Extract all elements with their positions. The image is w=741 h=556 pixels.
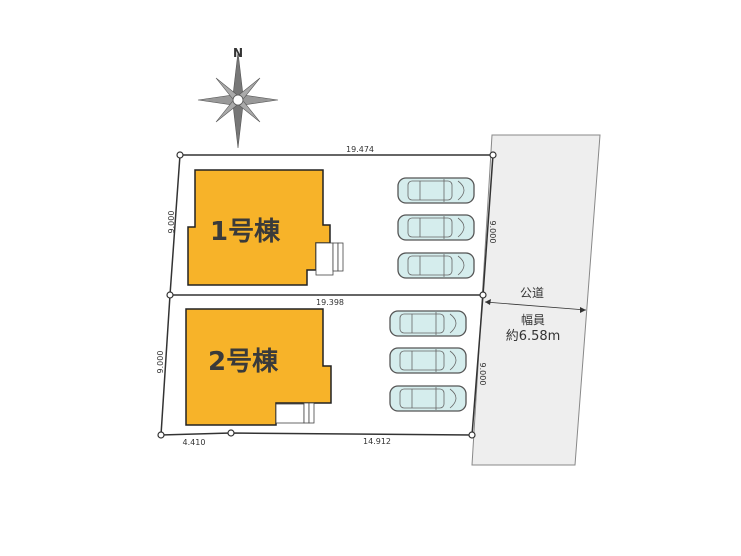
road-name: 公道 [520,286,544,300]
car-icon [389,310,467,337]
road-width-value: 約6.58m [506,329,561,344]
car-icon [397,177,475,204]
dim-lot2-right: 9.000 [478,363,487,386]
building-1-label: 1号棟 [210,217,281,247]
road-width-arrow [484,301,587,311]
arrowhead-icon [485,299,491,305]
parking-lot-2 [389,310,467,412]
car-icon [397,214,475,241]
compass-icon [197,51,279,149]
car-icon [389,347,467,374]
dim-lot1-left: 9.000 [167,211,176,234]
parking-lot-1 [397,177,475,279]
dim-lot2-bottom-right: 14.912 [363,437,391,446]
building-2-label: 2号棟 [208,347,279,377]
dim-lot1-right: 9.000 [488,221,497,244]
building-2 [185,308,332,426]
north-label: N [233,46,243,60]
car-icon [389,385,467,412]
building-2-entrance-steps [275,402,315,424]
road-width-label: 幅員 [521,312,545,327]
car-icon [397,252,475,279]
boundary-markers [157,151,497,439]
building-1-entrance-steps [315,242,344,276]
dim-lot1-top: 19.474 [346,145,374,154]
arrowhead-icon [580,307,586,313]
dim-lot2-top: 19.398 [316,298,344,307]
dim-lot2-left: 9.000 [156,351,165,374]
dim-lot2-bottom-left: 4.410 [183,438,206,447]
